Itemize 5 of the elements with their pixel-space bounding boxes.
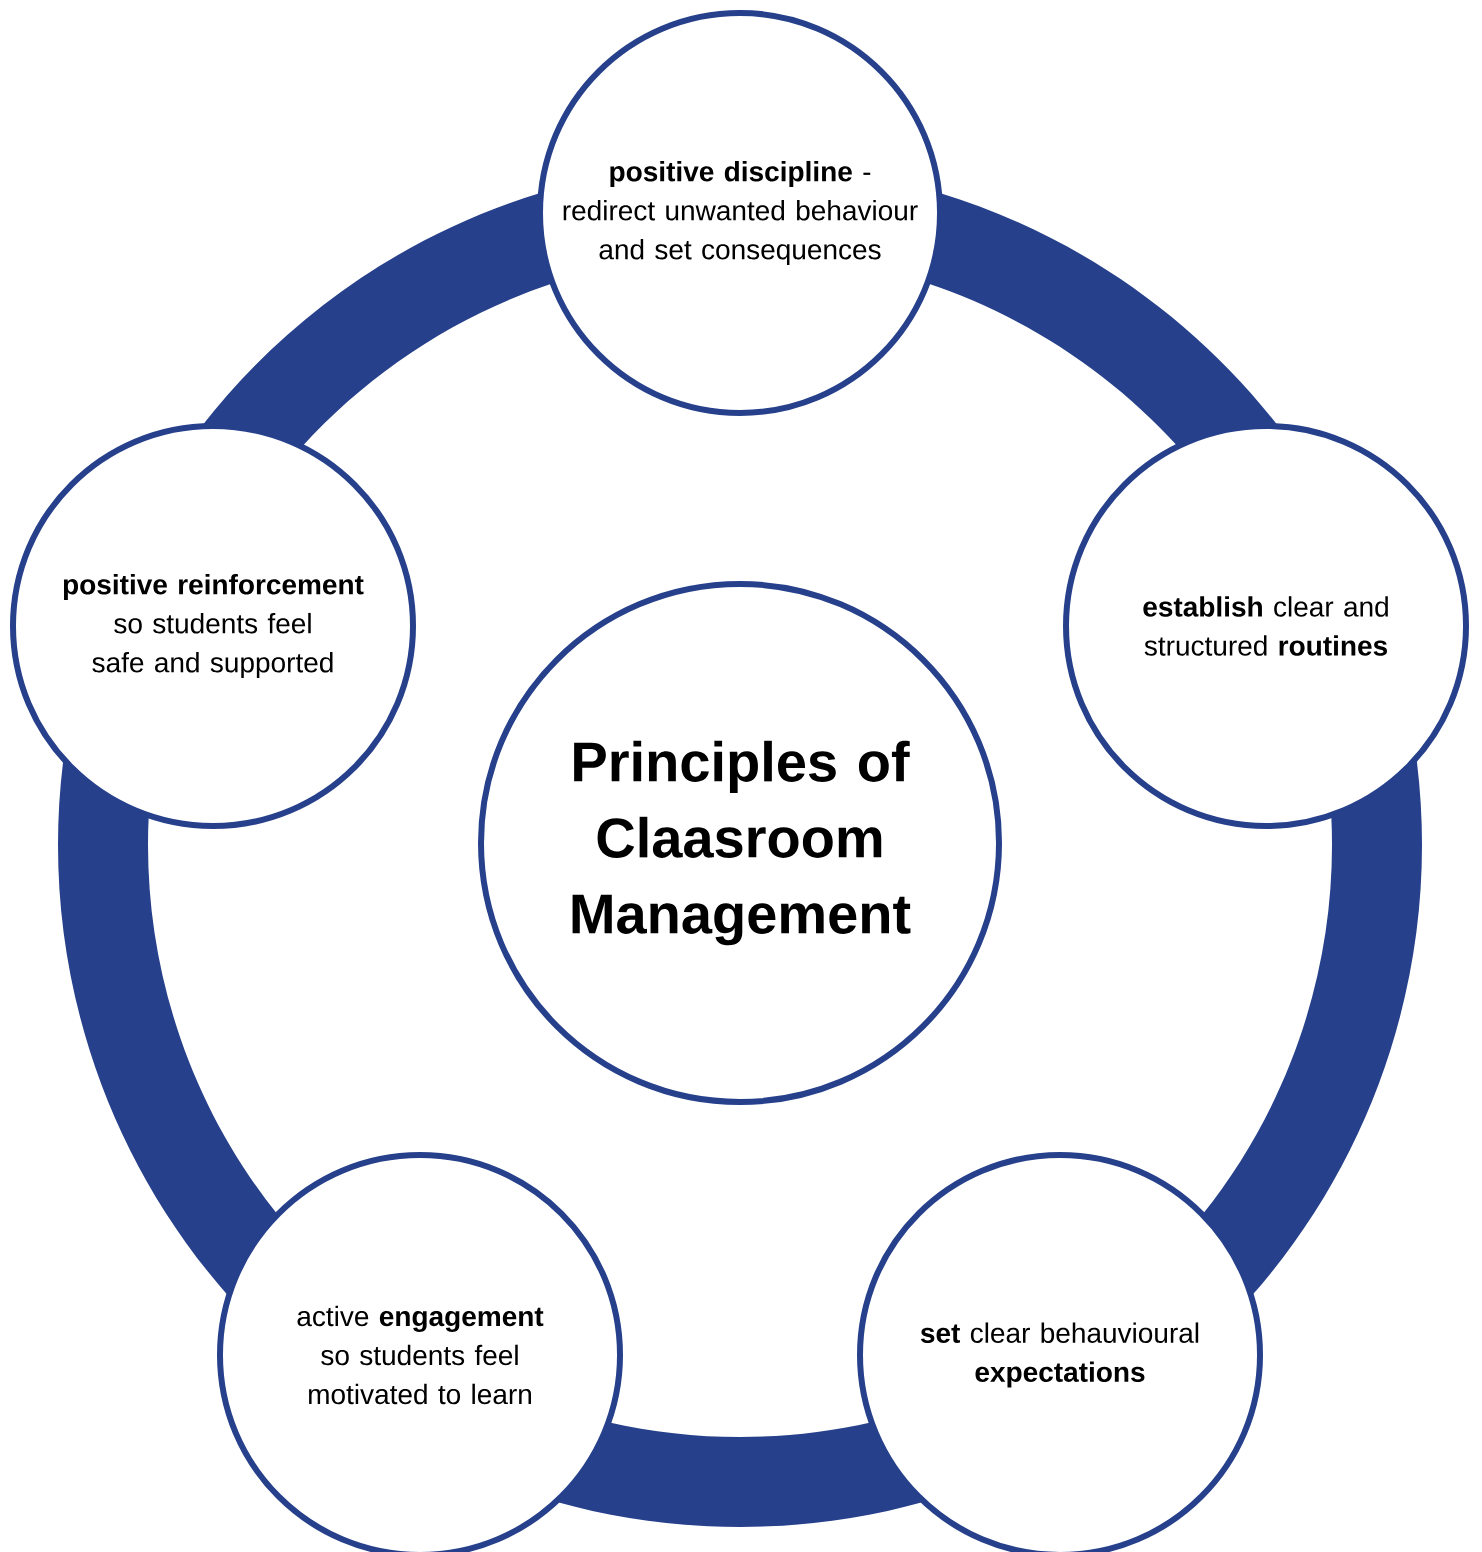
- circle-node: establish clear and structured routines: [1063, 423, 1469, 829]
- circle-node: positive discipline - redirect unwanted behaviour and set consequences: [537, 10, 943, 416]
- ring-segment: [927, 192, 1279, 447]
- circle-node: positive reinforcement so students feel safe and supported: [10, 423, 416, 829]
- ring-segment: [201, 192, 553, 447]
